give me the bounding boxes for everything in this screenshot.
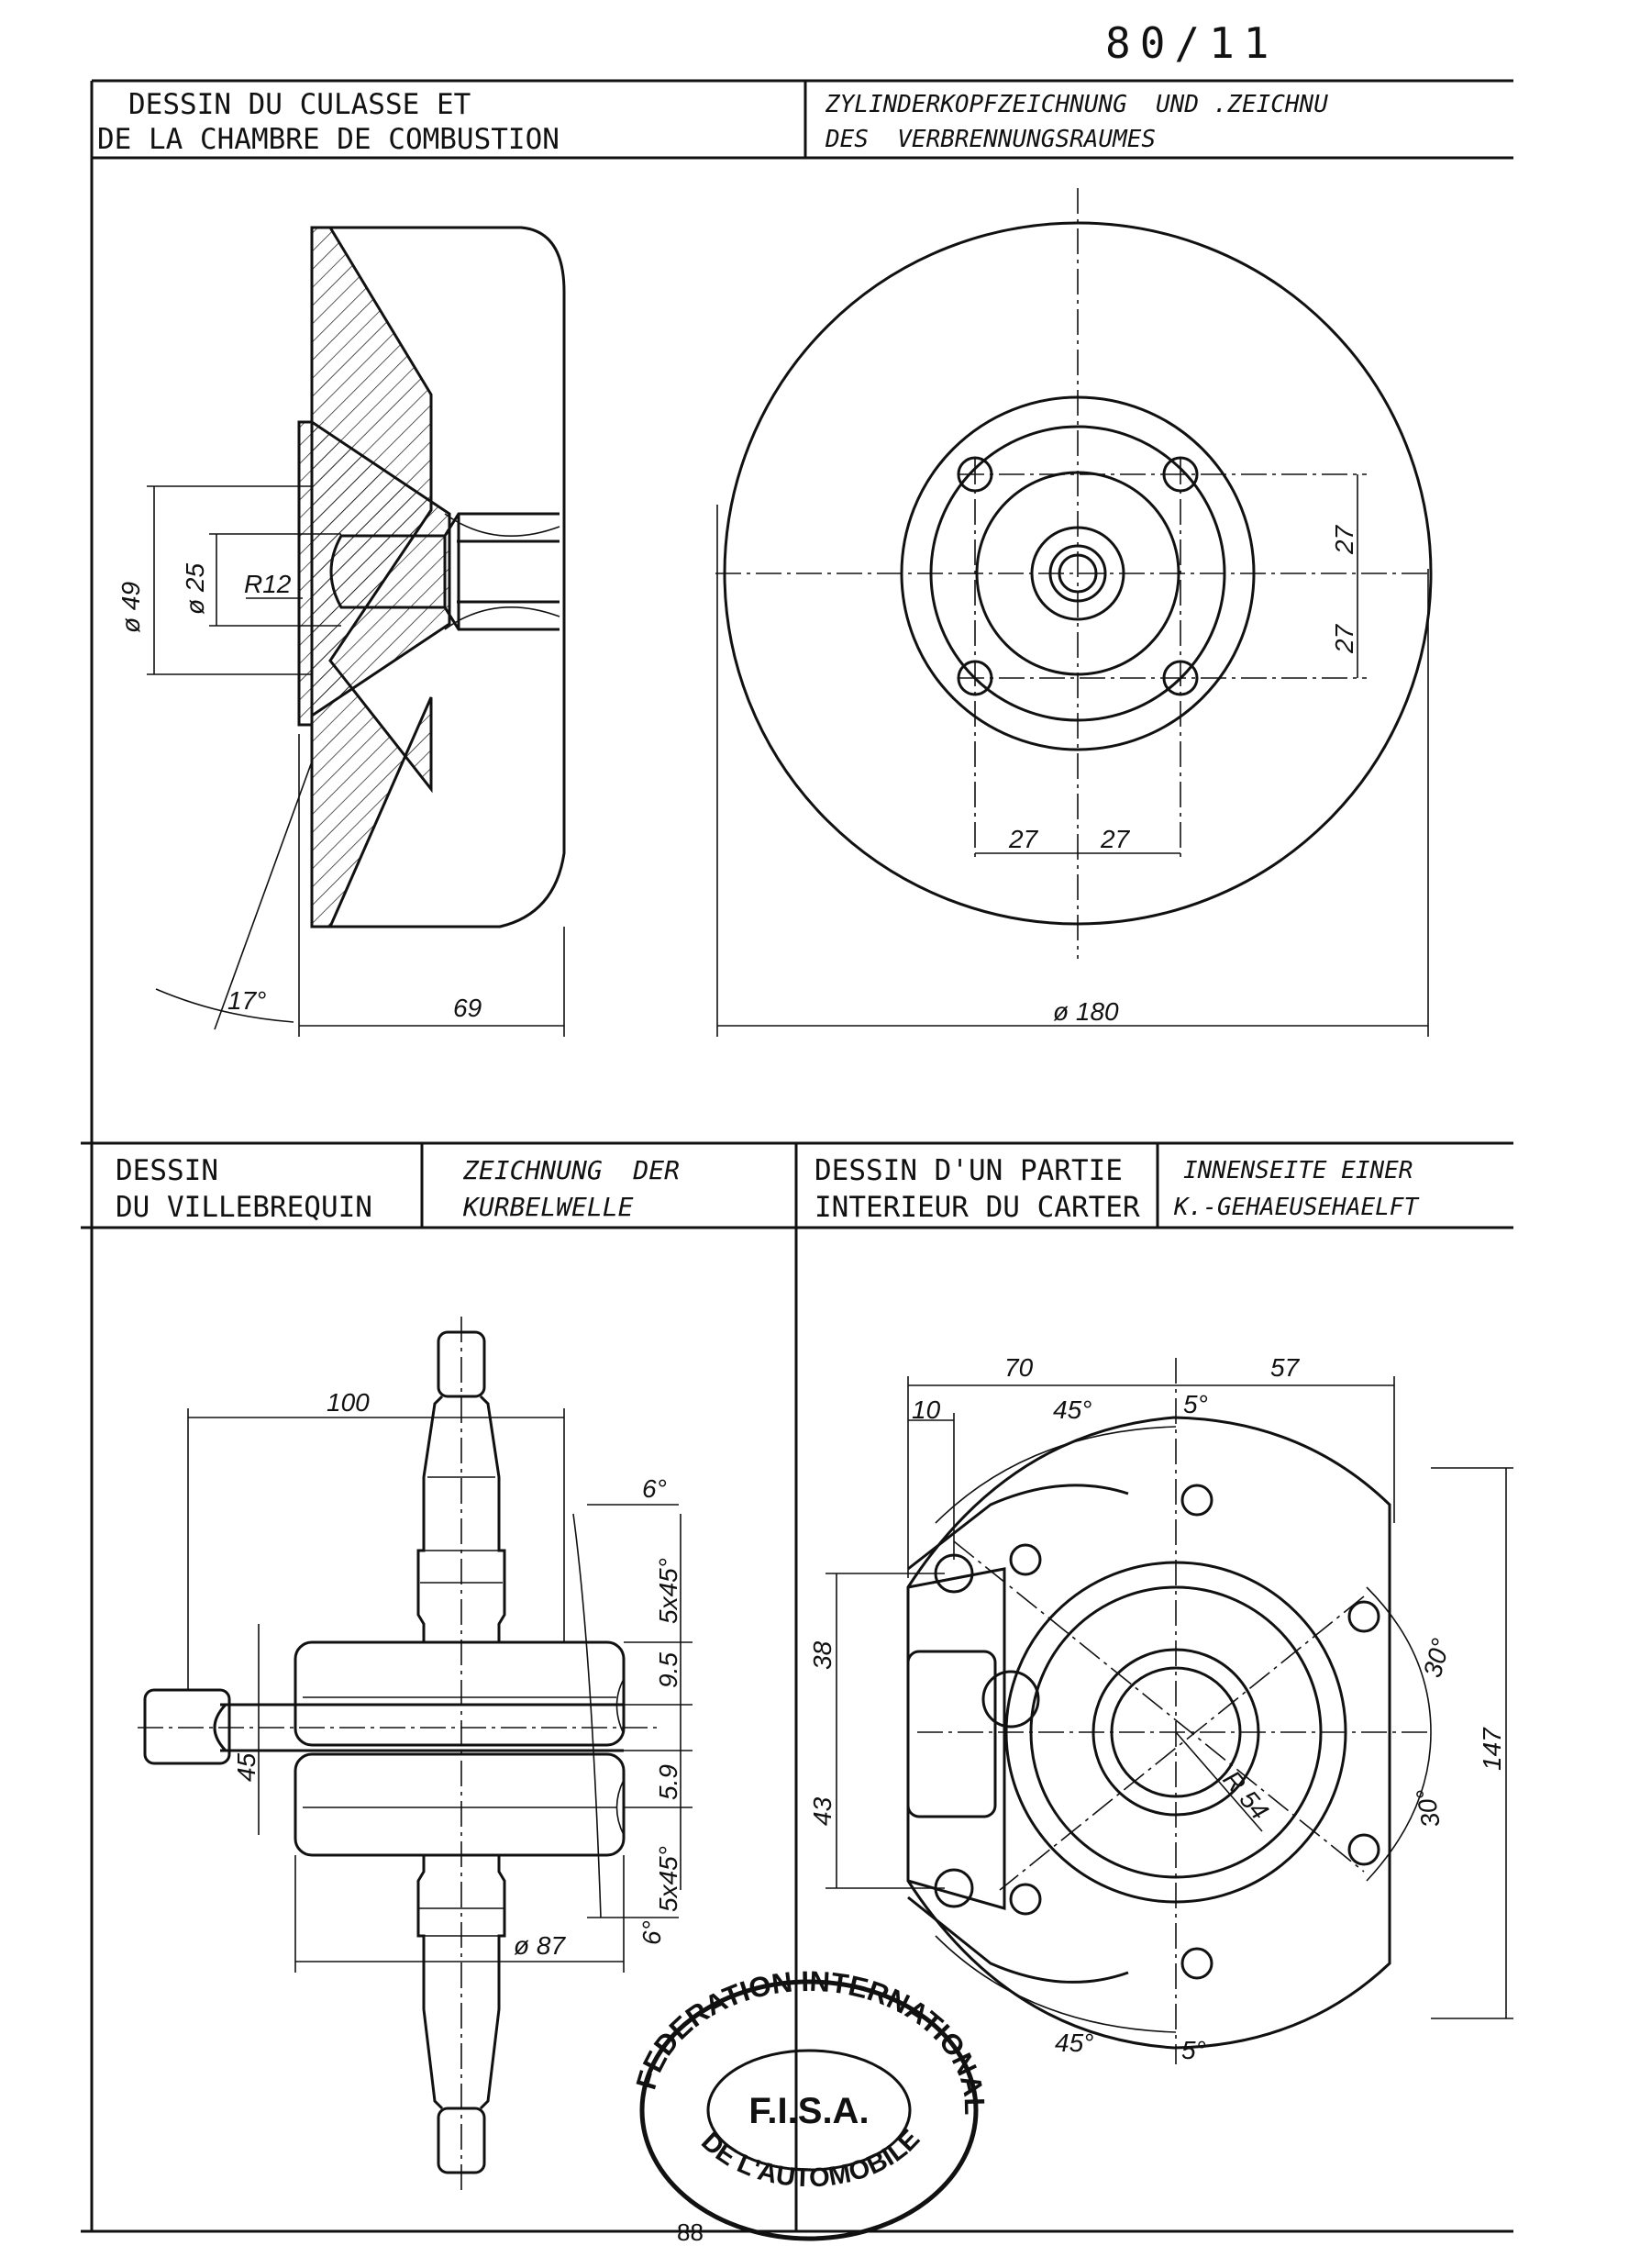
stamp-outer-top: FEDERATION INTERNATIONALE (0, 0, 991, 2116)
dim-dia-87: ø 87 (514, 1931, 566, 1960)
dim-angle-6-bottom: 6° (637, 1920, 666, 1945)
dim-38: 38 (808, 1640, 837, 1670)
crankcase-title-de-1: INNENSEITE EINER (1183, 1157, 1413, 1184)
dim-angle-17: 17° (227, 986, 266, 1015)
crankshaft-title-fr-2: DU VILLEBREQUIN (116, 1191, 372, 1224)
crankcase-view: 70 57 10 45° 5° 38 43 30° 30° 147 R 54 4… (808, 1353, 1513, 2064)
dim-27-upper: 27 (1330, 524, 1358, 555)
dim-57: 57 (1270, 1353, 1301, 1382)
fisa-stamp: FEDERATION INTERNATIONALE DE L'AUTOMOBIL… (0, 0, 991, 2241)
dim-69: 69 (453, 994, 482, 1022)
crankshaft-title-de-1: ZEICHNUNG DER (463, 1155, 681, 1185)
cylinder-head-plan-view: 27 27 27 27 ø 180 (715, 188, 1433, 1037)
dim-43: 43 (808, 1796, 837, 1826)
crankshaft-title-de-2: KURBELWELLE (463, 1192, 634, 1222)
dim-dia-25: ø 25 (181, 563, 209, 615)
dim-r12: R12 (244, 570, 292, 598)
dim-147: 147 (1478, 1727, 1506, 1771)
crankcase-title-de-2: K.-GEHAEUSEHAELFT (1174, 1194, 1419, 1221)
dim-45: 45 (232, 1752, 260, 1782)
crankcase-title-fr-2: INTERIEUR DU CARTER (814, 1191, 1140, 1224)
dim-5-9: 5.9 (654, 1764, 682, 1800)
cylinder-head-title-de-2: DES VERBRENNUNGSRAUMES (826, 126, 1157, 153)
stamp-center: F.I.S.A. (748, 2091, 869, 2131)
dim-angle-45-top: 45° (1053, 1395, 1091, 1424)
dim-angle-30-upper: 30° (1418, 1636, 1456, 1681)
dim-dia-49: ø 49 (116, 582, 145, 633)
cylinder-head-section-view: ø 49 ø 25 R12 17° 69 (116, 226, 566, 1037)
dim-27-lower: 27 (1330, 623, 1358, 654)
cylinder-head-title-fr-2: DE LA CHAMBRE DE COMBUSTION (97, 123, 560, 156)
document-reference: 80/11 (1105, 18, 1279, 68)
dim-dia-180: ø 180 (1053, 997, 1119, 1026)
dim-chamfer-top: 5x45° (654, 1558, 682, 1624)
dim-angle-45-bottom: 45° (1055, 2029, 1093, 2057)
dim-chamfer-bottom: 5x45° (654, 1846, 682, 1912)
cylinder-head-title-fr-1: DESSIN DU CULASSE ET (128, 88, 471, 121)
cylinder-head-title-de-1: ZYLINDERKOPFZEICHNUNG UND .ZEICHNU (826, 91, 1328, 118)
dim-angle-5-top: 5° (1183, 1390, 1208, 1418)
dim-9-5: 9.5 (654, 1652, 682, 1688)
dim-angle-30-lower: 30° (1411, 1786, 1446, 1829)
stamp-outer-bottom: DE L'AUTOMOBILE (695, 2124, 925, 2193)
crankcase-title-fr-1: DESSIN D'UN PARTIE (814, 1154, 1123, 1187)
sheet-frame (81, 79, 1513, 2233)
dim-27-right: 27 (1100, 825, 1131, 853)
dim-10: 10 (912, 1395, 941, 1424)
crankshaft-title-fr-1: DESSIN (116, 1154, 218, 1187)
crankshaft-view: 100 6° 5x45° 9.5 45 5.9 6° 5x45° ø 87 (138, 1317, 693, 2193)
dim-70: 70 (1004, 1353, 1034, 1382)
dim-angle-5-bottom: 5° (1181, 2036, 1206, 2064)
dim-100: 100 (327, 1388, 370, 1417)
dim-angle-6-top: 6° (642, 1474, 667, 1503)
dim-27-left: 27 (1008, 825, 1039, 853)
